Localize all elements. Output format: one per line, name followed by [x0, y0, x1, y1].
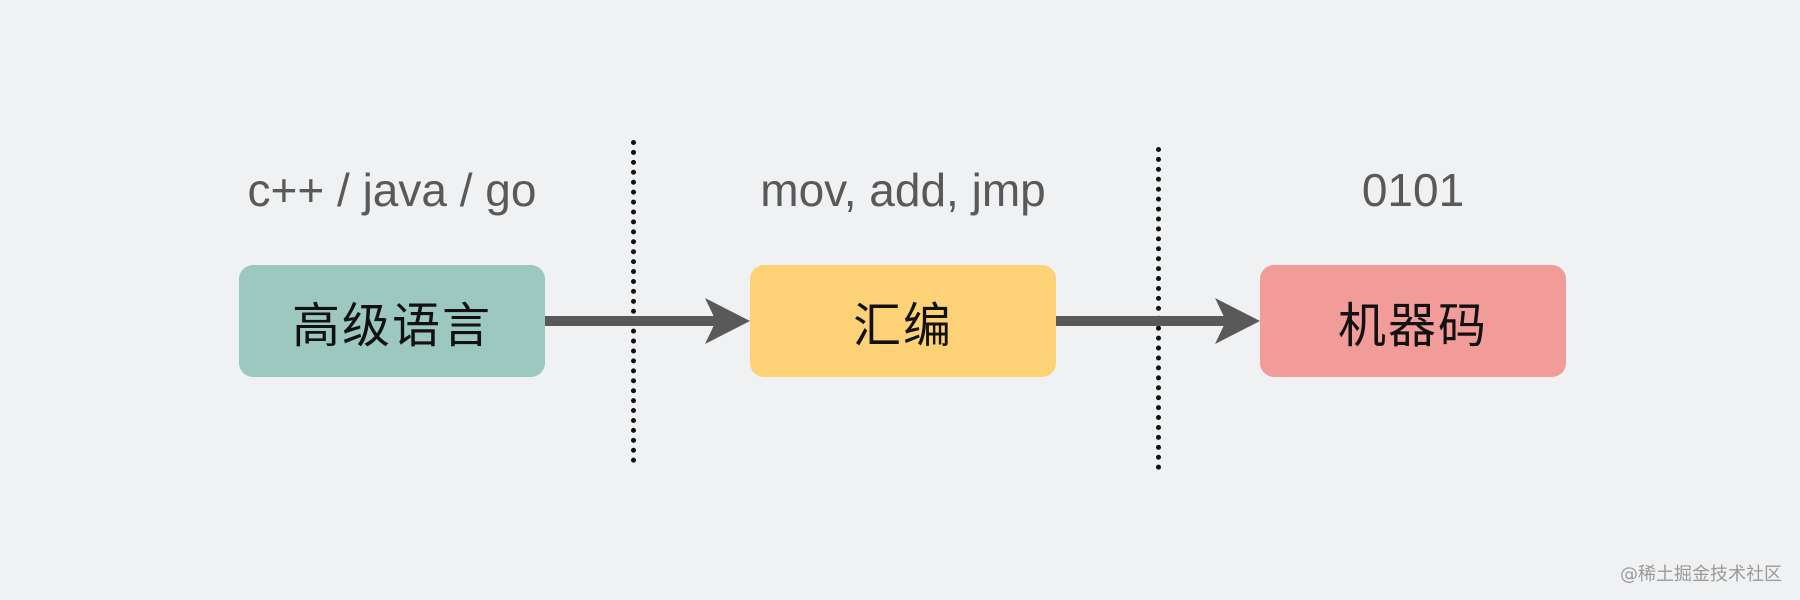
stage-box-machine-code: 机器码	[1260, 265, 1566, 377]
stage-caption-assembly: mov, add, jmp	[760, 164, 1046, 216]
watermark: @稀土掘金技术社区	[1620, 564, 1782, 585]
stage-label-assembly: 汇编	[852, 298, 953, 354]
stage-divider-2	[1156, 147, 1161, 470]
stage-caption-machine-code: 0101	[1361, 164, 1465, 216]
arrow-assembly-to-machine-code	[1056, 298, 1260, 344]
arrow-high-level-to-assembly	[545, 298, 750, 344]
stage-box-high-level-language: 高级语言	[239, 265, 545, 377]
stage-caption-high-level: c++ / java / go	[247, 164, 537, 216]
stage-box-assembly: 汇编	[750, 265, 1056, 377]
stage-label-high-level-language: 高级语言	[291, 298, 492, 354]
stage-label-machine-code: 机器码	[1337, 298, 1488, 354]
stage-divider-1	[631, 140, 636, 463]
